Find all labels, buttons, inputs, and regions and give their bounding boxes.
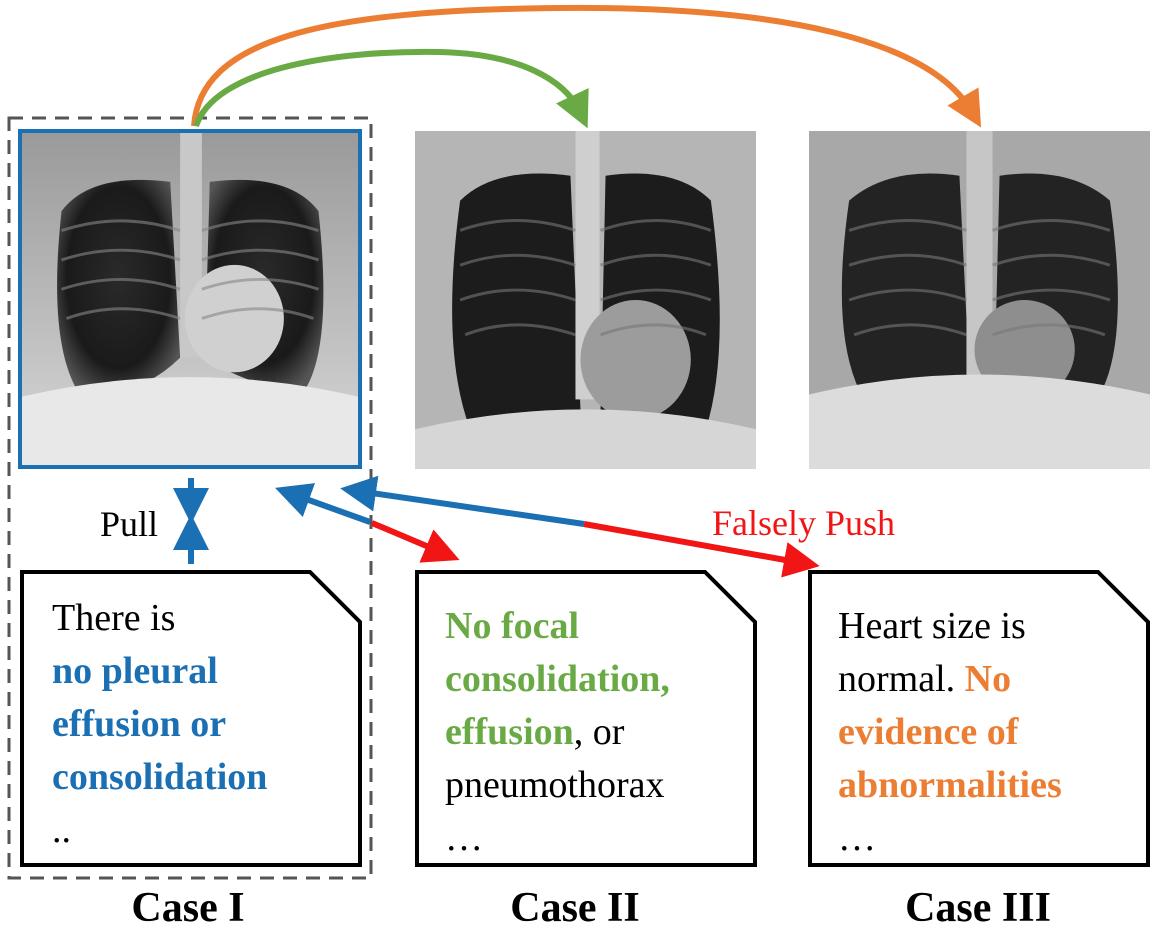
orange-arrow-case-i-to-iii xyxy=(191,4,982,128)
report-segment: effusion or xyxy=(52,703,227,745)
red-arrow-push-case-iii xyxy=(583,521,820,578)
pull-label: Pull xyxy=(100,504,159,544)
report-card-case-iii: Heart size is normal. No evidence of abnorm… xyxy=(808,570,1150,867)
report-segment: consolidation xyxy=(52,756,268,798)
report-segment: There is xyxy=(52,597,176,639)
case-label-ii: Case II xyxy=(510,885,640,931)
report-segment: abnormalities xyxy=(838,764,1062,806)
report-segment: pneumothorax xyxy=(445,764,665,806)
report-segment: No xyxy=(964,658,1012,700)
xray-image-case-iii xyxy=(809,131,1150,469)
green-arrow-case-i-to-ii xyxy=(193,48,589,129)
blue-arrow-case-iii-to-image xyxy=(340,475,585,527)
report-text-case-iii: Heart size is normal. No evidence of abnorm… xyxy=(838,600,1062,865)
report-segment: effusion xyxy=(445,711,574,753)
report-segment: No focal xyxy=(445,605,580,647)
report-document-icon xyxy=(415,570,757,867)
report-segment: .. xyxy=(52,809,71,851)
report-segment: no pleural xyxy=(52,650,218,692)
report-segment: … xyxy=(838,817,876,859)
xray-image-case-ii xyxy=(415,131,756,469)
report-segment: … xyxy=(445,817,483,859)
red-arrow-push-case-ii xyxy=(370,520,460,563)
report-document-icon xyxy=(808,570,1150,867)
xray-image-case-i xyxy=(18,129,362,469)
case-label-i: Case I xyxy=(131,885,245,931)
report-segment: consolidation, xyxy=(445,658,670,700)
report-segment: Heart size is xyxy=(838,605,1026,647)
report-segment: evidence of xyxy=(838,711,1019,753)
report-segment: , or xyxy=(573,711,625,753)
report-segment: normal. xyxy=(838,658,965,700)
case-label-iii: Case III xyxy=(905,885,1051,931)
report-text-case-i: There is no pleural effusion or consolidati… xyxy=(52,592,267,857)
report-card-case-i: There is no pleural effusion or consolidati… xyxy=(20,570,362,867)
report-document-icon xyxy=(20,570,362,867)
report-card-case-ii: No focal consolidation, effusion, or pneumo… xyxy=(415,570,757,867)
report-text-case-ii: No focal consolidation, effusion, or pneumo… xyxy=(445,600,670,865)
falsely-push-label: Falsely Push xyxy=(712,503,896,543)
blue-arrow-case-ii-to-image xyxy=(275,483,372,525)
